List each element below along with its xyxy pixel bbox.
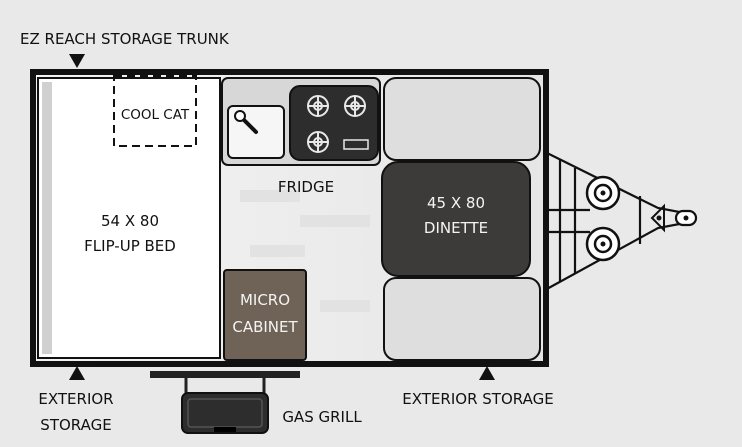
bed-name-label: FLIP-UP BED bbox=[84, 237, 176, 255]
burner-icon bbox=[307, 95, 329, 117]
gas-grill-label: GAS GRILL bbox=[282, 408, 362, 426]
arrow-down-icon bbox=[69, 54, 85, 68]
dinette-cushion-bottom bbox=[383, 277, 541, 361]
cool-cat-unit bbox=[113, 75, 197, 147]
arrow-up-icon bbox=[479, 366, 495, 380]
propane-tank-icon bbox=[585, 175, 621, 211]
micro-label-line1: MICRO bbox=[240, 291, 290, 309]
dinette-name-label: DINETTE bbox=[424, 219, 488, 237]
arrow-up-icon bbox=[69, 366, 85, 380]
micro-label-line2: CABINET bbox=[232, 318, 298, 336]
bed-size-label: 54 X 80 bbox=[101, 212, 159, 230]
micro-cabinet bbox=[223, 269, 307, 361]
dinette-table bbox=[381, 161, 531, 277]
faucet-icon bbox=[234, 110, 258, 134]
exterior-storage-right-label: EXTERIOR STORAGE bbox=[402, 390, 553, 408]
fridge-label: FRIDGE bbox=[278, 178, 334, 196]
gas-grill bbox=[150, 371, 300, 434]
bed-storage-rail bbox=[42, 82, 52, 354]
exterior-storage-left-line1: EXTERIOR bbox=[38, 390, 113, 408]
burner-icon bbox=[344, 95, 366, 117]
cool-cat-label: COOL CAT bbox=[121, 107, 190, 123]
propane-tank-icon bbox=[585, 226, 621, 262]
trunk-label: EZ REACH STORAGE TRUNK bbox=[20, 30, 230, 48]
flip-up-bed bbox=[37, 77, 221, 359]
stove-controls-icon bbox=[343, 139, 369, 150]
dinette-size-label: 45 X 80 bbox=[427, 194, 485, 212]
trailer-outer-wall bbox=[30, 69, 549, 367]
floor-pattern bbox=[240, 190, 370, 312]
hitch-coupler-icon bbox=[650, 203, 698, 233]
exterior-storage-left-line2: STORAGE bbox=[40, 416, 111, 434]
burner-icon bbox=[307, 131, 329, 153]
dinette-cushion-top bbox=[383, 77, 541, 161]
